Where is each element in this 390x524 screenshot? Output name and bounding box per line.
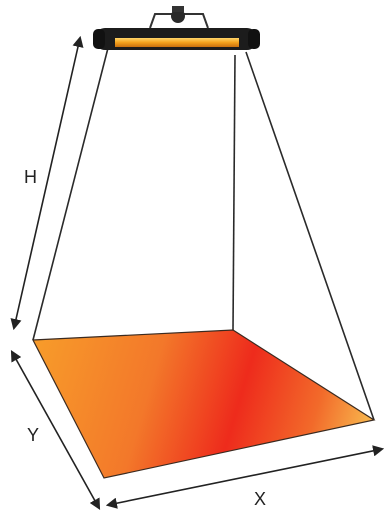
cone-back-edge: [232, 54, 236, 331]
heater-end-cap-right: [248, 29, 260, 49]
floor-heat-area: [32, 329, 376, 479]
mounting-knob-top: [172, 6, 184, 12]
heater-unit: [93, 6, 260, 50]
cone-right-edge: [245, 51, 375, 421]
mounting-knob: [171, 9, 185, 23]
depth-label: Y: [27, 425, 39, 445]
heater-element: [115, 38, 239, 47]
height-label: H: [24, 167, 37, 187]
heater-end-cap-left: [93, 29, 105, 49]
height-arrow: [10, 35, 84, 331]
depth-arrow: [10, 350, 101, 510]
width-label: X: [254, 489, 266, 509]
width-arrow: [105, 445, 385, 509]
